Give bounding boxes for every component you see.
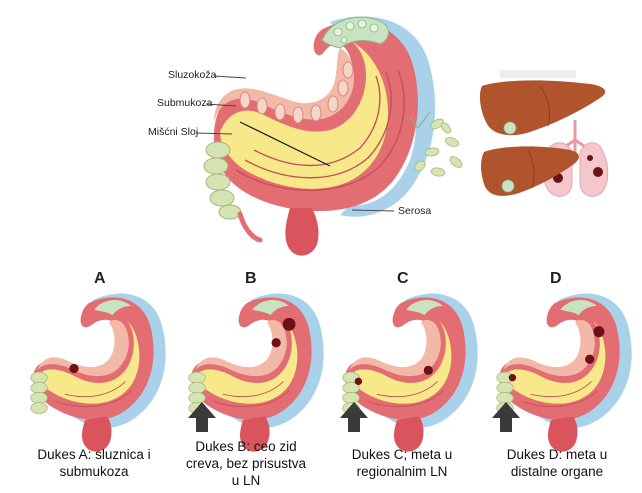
tumor [593, 326, 604, 337]
node-metastasis [509, 374, 516, 381]
stage-letter-b: B [245, 270, 257, 288]
label-mucosa: Sluzokoža [168, 69, 216, 81]
caption-line: creva, bez prisustva [166, 455, 326, 472]
caption-stage-c: Dukes C; meta u regionalnim LN [322, 446, 482, 480]
caption-stage-a: Dukes A: sluznica i submukoza [14, 446, 174, 480]
caption-line: Dukes A: sluznica i [14, 446, 174, 463]
caption-line: regionalnim LN [322, 463, 482, 480]
leader-mucosa [214, 76, 246, 78]
arrow-up-icon [492, 402, 520, 432]
caption-line: u LN [166, 472, 326, 489]
label-submucosa: Submukoza [157, 97, 212, 109]
tumor [69, 364, 78, 373]
node-metastasis [355, 378, 362, 385]
caption-stage-d: Dukes D: meta u distalne organe [477, 446, 637, 480]
stage-c-illustration [343, 293, 478, 451]
stage-letter-d: D [550, 270, 562, 288]
liver-illustration [480, 70, 605, 135]
stage-d-illustration [497, 293, 632, 451]
caption-line: Dukes C; meta u [322, 446, 482, 463]
stage-b-illustration [189, 293, 324, 451]
stage-letter-c: C [397, 270, 409, 288]
caption-line: distalne organe [477, 463, 637, 480]
rectum [285, 208, 318, 256]
stage-a-illustration [31, 293, 166, 451]
label-muscle: Mišćni Sloj [148, 126, 198, 138]
tumor [585, 355, 594, 364]
main-colon-illustration [204, 16, 435, 255]
stage-letter-a: A [94, 270, 106, 288]
caption-stage-b: Dukes B: ceo zid creva, bez prisustva u … [166, 438, 326, 489]
caption-line: Dukes B: ceo zid [166, 438, 326, 455]
tumor [283, 318, 296, 331]
tumor [424, 366, 433, 375]
caption-line: Dukes D: meta u [477, 446, 637, 463]
tumor [272, 338, 281, 347]
label-serosa: Serosa [398, 205, 431, 217]
appendix [240, 214, 260, 240]
caption-line: submukoza [14, 463, 174, 480]
